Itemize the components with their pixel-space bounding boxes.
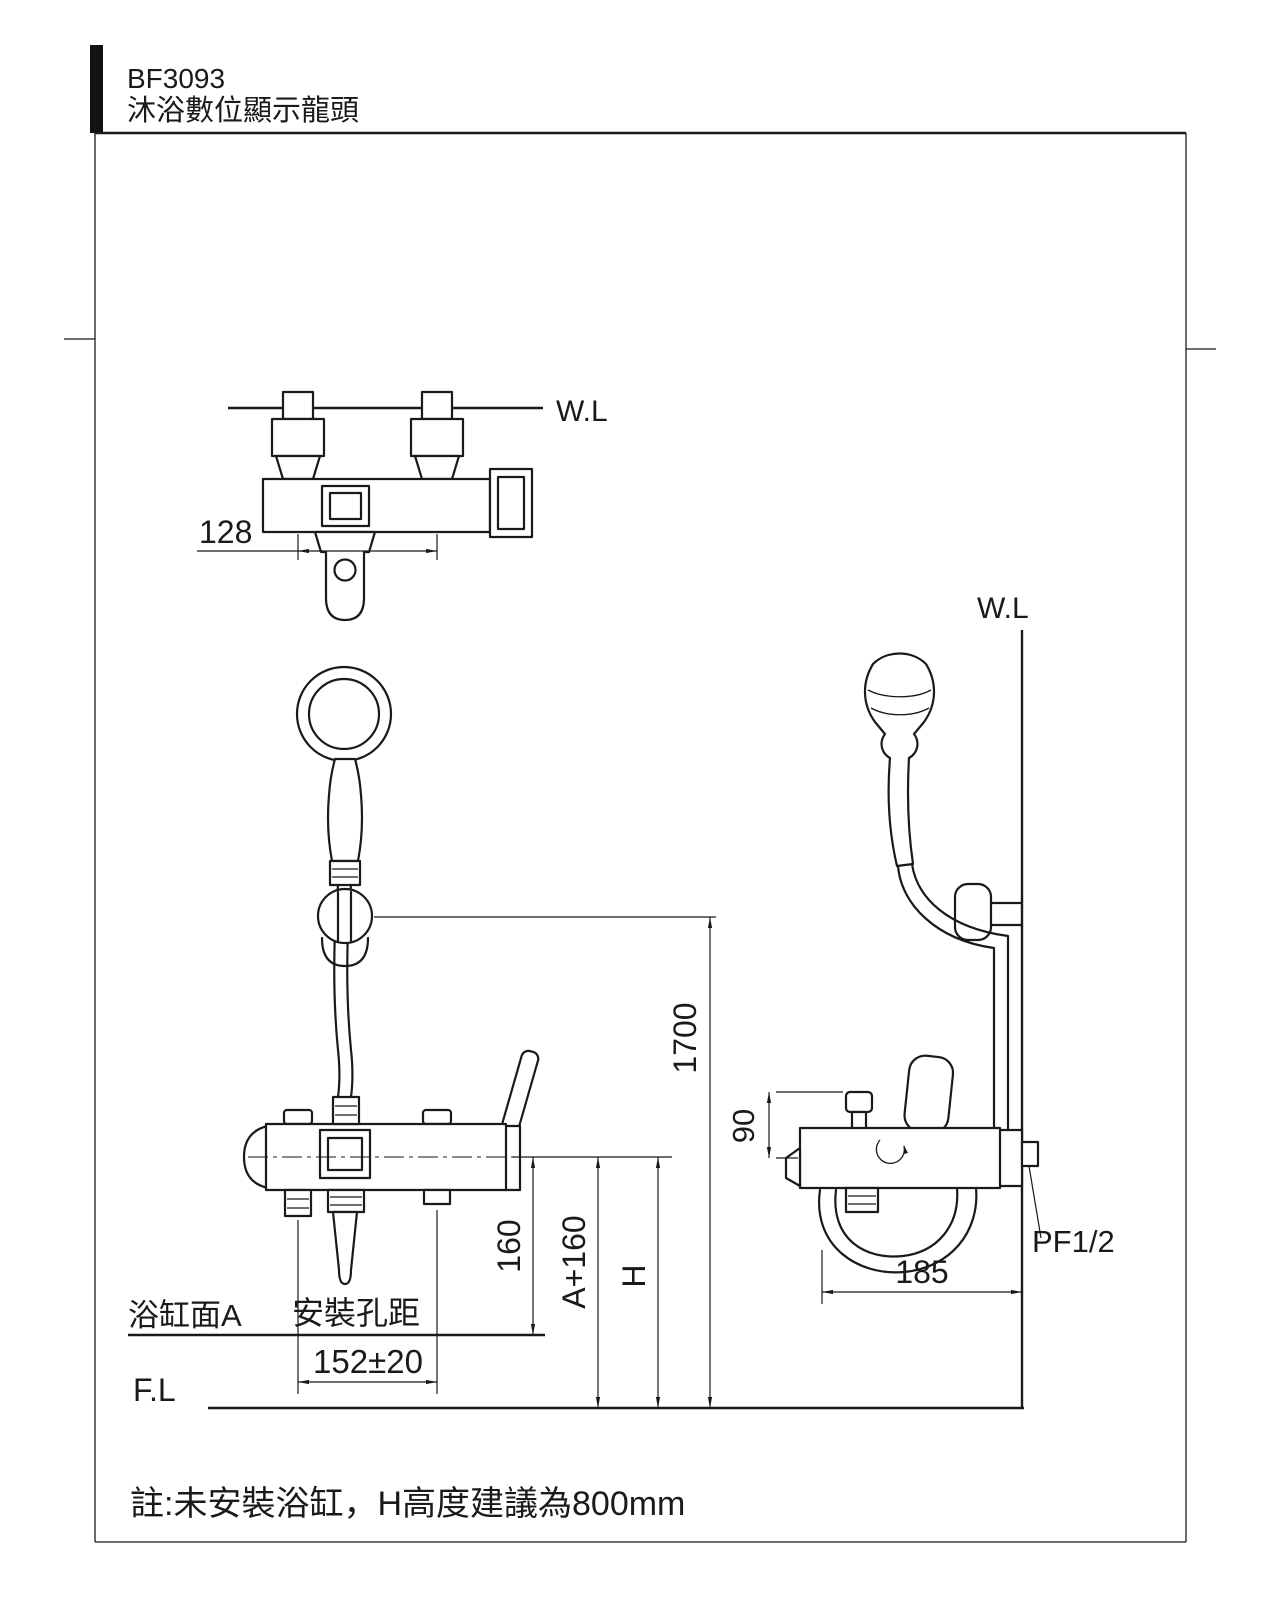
- wall-line-label-top: W.L: [556, 395, 608, 428]
- thread-label: PF1/2: [1032, 1224, 1115, 1259]
- holder-bracket: [320, 936, 370, 968]
- front-view: 1700 160 A+160 H 152±20 浴缸面A 安裝孔距 F.L: [128, 665, 1024, 1410]
- spout-tab: [313, 530, 377, 622]
- hose-side-outer: [896, 864, 996, 1132]
- dim-128: 128: [197, 514, 438, 560]
- dim-128-label: 128: [199, 514, 252, 550]
- thread-fitting: [1020, 1140, 1040, 1168]
- installation-note: 註:未安裝浴缸，H高度建議為800mm: [130, 1485, 685, 1523]
- supply-fittings: [270, 390, 465, 481]
- dim-1700-label: 1700: [667, 1002, 703, 1073]
- rotate-indicator: [875, 1139, 908, 1164]
- hand-shower-side: [863, 652, 936, 868]
- dim-90-label: 90: [726, 1109, 761, 1143]
- hose-nut-bottom-side: [844, 1186, 880, 1214]
- diverter-knob: [844, 1090, 874, 1114]
- hose-loop-outer: [817, 1186, 978, 1274]
- wall-line-label-side: W.L: [977, 592, 1029, 625]
- check-nut-left: [283, 1188, 313, 1218]
- display-screen-top: [328, 491, 363, 521]
- hand-shower-front: [295, 665, 393, 887]
- dim-a160-label: A+160: [556, 1215, 592, 1308]
- title-block: BF3093 沐浴數位顯示龍頭: [127, 63, 359, 127]
- union-top-right: [421, 1108, 453, 1126]
- faucet-body-side: [784, 1054, 1040, 1274]
- shower-hose-side: [896, 862, 1010, 1132]
- supply-stub-right: [420, 390, 454, 421]
- floor-line-label: F.L: [133, 1372, 176, 1408]
- shower-head-rim: [295, 665, 393, 763]
- dim-152-label: 152±20: [313, 1343, 423, 1380]
- reference-lines: 浴缸面A 安裝孔距 F.L: [128, 1295, 1024, 1410]
- union-top-left: [282, 1108, 314, 1126]
- spout-tip-side: [784, 1146, 802, 1188]
- hose-nut-top: [328, 859, 362, 887]
- faucet-body-front: [242, 1049, 572, 1286]
- hose-side-inner: [910, 862, 1010, 1132]
- display-screen-front: [326, 1136, 364, 1172]
- page-frame: [64, 45, 1216, 1543]
- side-dimensions: 90 185 PF1/2: [726, 1091, 1115, 1304]
- hex-nut-left: [274, 454, 322, 481]
- holder-bracket-side: [953, 882, 993, 942]
- hose-holder-front: [316, 887, 374, 968]
- tub-surface-label: 浴缸面A: [128, 1298, 242, 1333]
- shower-face-dots: [307, 677, 381, 751]
- front-dimensions: 1700 160 A+160 H 152±20: [297, 916, 716, 1408]
- shower-handle-front: [326, 757, 364, 863]
- spout-nut: [326, 1188, 366, 1214]
- holder-knob: [316, 887, 374, 945]
- body-outline-side: [798, 1126, 1002, 1190]
- union-right: [409, 417, 465, 458]
- handle-end-cap: [488, 467, 534, 539]
- body-outline: [261, 477, 492, 534]
- top-view: W.L 128: [197, 390, 608, 622]
- handle-end-detail: [496, 475, 526, 531]
- side-view: W.L: [726, 592, 1115, 1408]
- title-bar-mark: [90, 45, 103, 133]
- mount-distance-label: 安裝孔距: [292, 1295, 420, 1331]
- product-name: 沐浴數位顯示龍頭: [127, 94, 359, 127]
- tub-spout-front: [331, 1210, 359, 1286]
- model-number: BF3093: [127, 63, 225, 94]
- display-window-front: [318, 1128, 372, 1180]
- hose-holder-side: [953, 882, 1024, 942]
- spout-hole: [333, 558, 357, 582]
- hose-loop-inner: [834, 1186, 959, 1258]
- lever-handle-side: [903, 1054, 955, 1134]
- hose-inlet-nut: [331, 1095, 361, 1126]
- dim-185-label: 185: [895, 1254, 948, 1290]
- supply-stub-left: [281, 390, 315, 421]
- display-window-top: [320, 484, 371, 528]
- union-left: [270, 417, 326, 458]
- hex-nut-right: [413, 454, 461, 481]
- valve-body-top: [261, 467, 534, 622]
- shower-head-side: [863, 652, 936, 868]
- check-nut-right: [422, 1188, 452, 1206]
- dim-160-label: 160: [491, 1219, 527, 1272]
- dim-h-label: H: [616, 1264, 652, 1287]
